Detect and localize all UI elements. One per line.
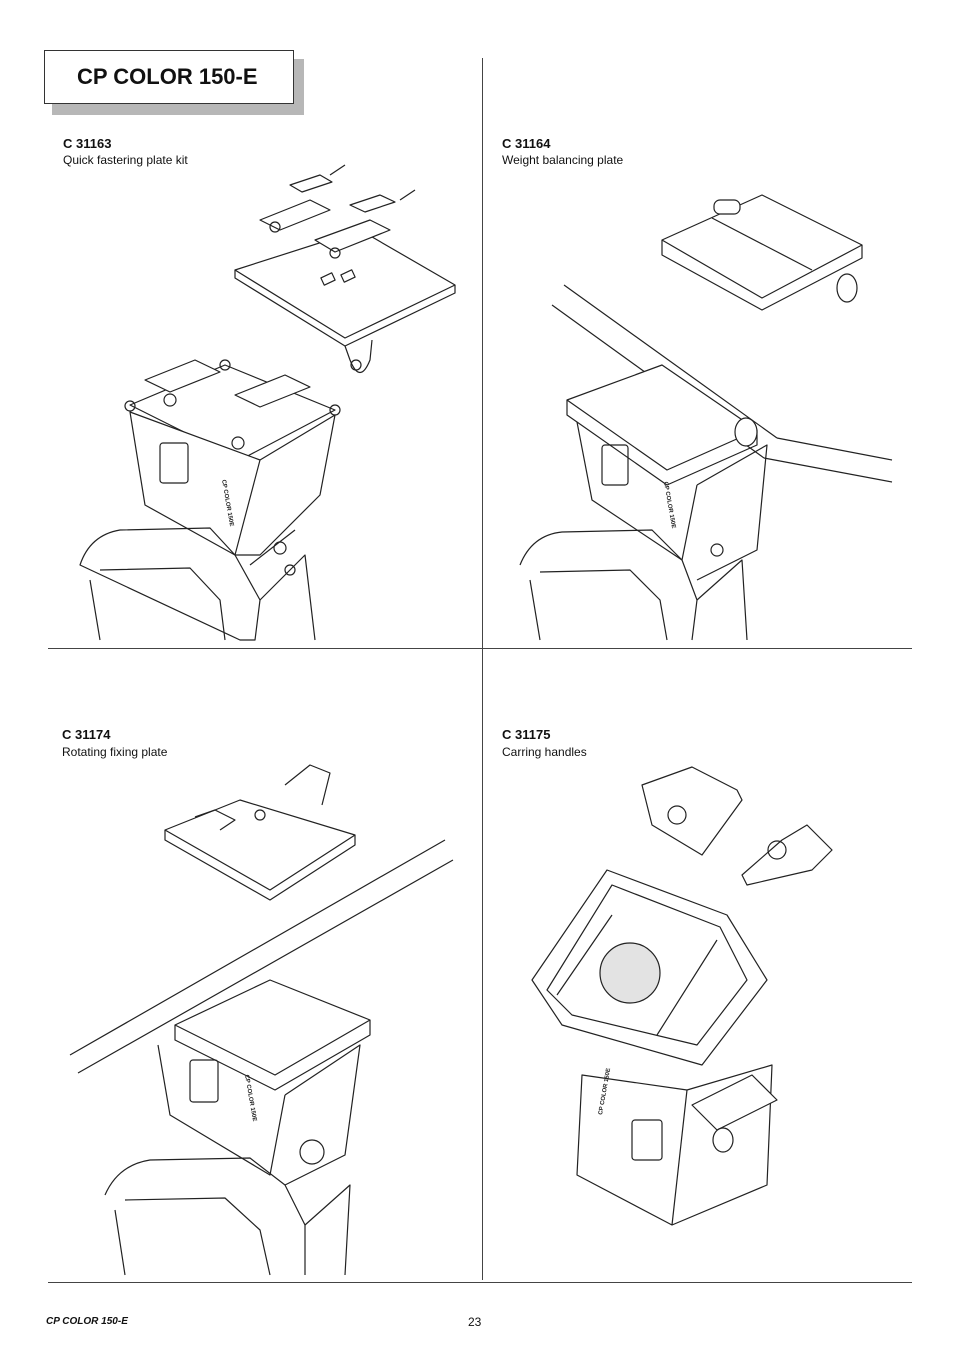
illustration-weight-balancing-plate: CP COLOR 150E	[492, 160, 912, 645]
illustration-carring-handles: CP COLOR 150E	[492, 755, 912, 1280]
accessory-code-c31164: C 31164	[502, 136, 551, 151]
illustration-quick-fastering-plate-kit: CP COLOR 150E	[60, 160, 480, 645]
accessory-code-c31163: C 31163	[63, 136, 112, 151]
grid-divider-horizontal-middle	[48, 648, 912, 649]
grid-divider-vertical-top	[482, 58, 483, 648]
grid-divider-horizontal-bottom	[48, 1282, 912, 1283]
product-label-3: CP COLOR 150E	[243, 1074, 257, 1122]
product-label-2: CP COLOR 150E	[662, 481, 676, 529]
accessory-description-c31175: Carring handles	[502, 745, 587, 759]
accessory-description-c31163: Quick fastering plate kit	[63, 153, 188, 167]
illustration-rotating-fixing-plate: CP COLOR 150E	[60, 755, 480, 1280]
grid-divider-vertical-bottom	[482, 648, 483, 1280]
page-title: CP COLOR 150-E	[44, 50, 294, 104]
footer-title: CP COLOR 150-E	[46, 1316, 128, 1327]
accessory-description-c31174: Rotating fixing plate	[62, 745, 168, 759]
accessory-description-c31164: Weight balancing plate	[502, 153, 624, 167]
accessory-code-c31174: C 31174	[62, 727, 111, 742]
accessory-code-c31175: C 31175	[502, 727, 551, 742]
page-number: 23	[468, 1315, 482, 1329]
